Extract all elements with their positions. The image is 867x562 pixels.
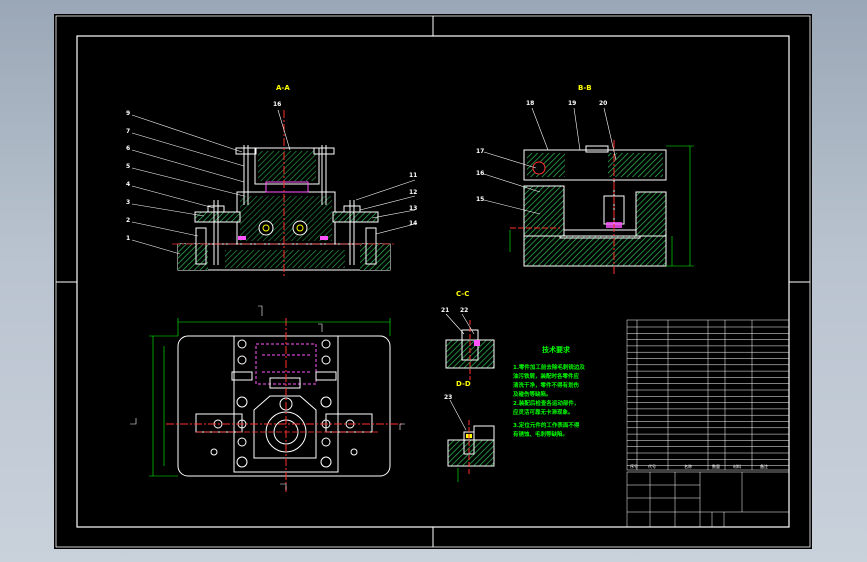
svg-text:有锈蚀、毛刺等缺陷。: 有锈蚀、毛刺等缺陷。 [513, 430, 568, 438]
clamp-block [254, 147, 320, 185]
leaders-front-left [131, 109, 416, 255]
side-dimensions [509, 145, 694, 267]
section-label-aa: A-A [276, 84, 290, 92]
base-hatch-right [360, 244, 390, 270]
svg-text:2.装配后检查各运动部件，: 2.装配后检查各运动部件， [513, 399, 579, 407]
sheet-frame [55, 15, 811, 548]
bore-right [292, 220, 308, 236]
inner-border [76, 35, 790, 528]
svg-text:油污铁屑，装配时各零件应: 油污铁屑，装配时各零件应 [513, 372, 580, 380]
svg-text:应灵活可靠无卡滞现象。: 应灵活可靠无卡滞现象。 [513, 408, 574, 416]
top-bolts [210, 339, 358, 468]
svg-text:7: 7 [126, 128, 130, 135]
base-hatch-mid [225, 250, 345, 268]
svg-text:名称: 名称 [684, 463, 692, 469]
svg-text:1: 1 [126, 235, 130, 242]
base-hatch-left [178, 244, 208, 270]
outer-border [55, 15, 811, 548]
side-base [523, 235, 667, 267]
svg-text:3: 3 [126, 199, 130, 206]
top-right-arm [325, 413, 373, 433]
side-clamp-arm [523, 149, 667, 181]
top-workpiece-seat [253, 395, 317, 459]
side-pivot [532, 161, 546, 175]
technical-requirements: 技术要求 1.零件加工前去除毛刺锐边及 油污铁屑，装配时各零件应 清洗干净，零件… [513, 345, 585, 438]
svg-text:20: 20 [599, 100, 607, 107]
section-arrows-top [130, 305, 405, 490]
svg-text:清洗干净，零件不得有划伤: 清洗干净，零件不得有划伤 [513, 381, 580, 389]
section-cc: C-C 21 22 [441, 290, 495, 380]
svg-text:23: 23 [444, 394, 452, 401]
svg-text:21: 21 [441, 307, 449, 314]
body-hatch [240, 196, 332, 241]
top-dimensions [149, 318, 391, 477]
leaders-side [483, 107, 617, 215]
svg-text:17: 17 [476, 148, 484, 155]
svg-text:代号: 代号 [648, 463, 656, 469]
svg-text:数量: 数量 [712, 463, 720, 469]
top-view [130, 305, 405, 492]
bore-left [258, 220, 274, 236]
svg-text:4: 4 [126, 181, 130, 188]
studs [195, 145, 377, 265]
callouts-front-left: 9 7 6 5 4 3 2 1 16 11 12 13 14 [126, 101, 417, 242]
svg-text:15: 15 [476, 196, 484, 203]
svg-text:2: 2 [126, 217, 130, 224]
callouts-side: 18 19 20 17 16 15 [476, 100, 607, 203]
svg-text:3.定位元件的工作表面不得: 3.定位元件的工作表面不得 [513, 421, 580, 429]
svg-text:材料: 材料 [733, 463, 741, 469]
svg-text:1.零件加工前去除毛刺锐边及: 1.零件加工前去除毛刺锐边及 [513, 363, 585, 371]
svg-text:6: 6 [126, 145, 130, 152]
top-left-arm [195, 413, 243, 433]
svg-text:22: 22 [460, 307, 468, 314]
section-label-dd: D-D [456, 380, 471, 388]
section-dd: D-D 23 [444, 380, 495, 482]
parts-list-table [626, 319, 790, 471]
svg-text:19: 19 [568, 100, 576, 107]
bom-headers: 序号 代号 名称 数量 材料 备注 [630, 463, 768, 469]
side-view-section-bb: B-B 18 19 [476, 84, 694, 276]
section-label-cc: C-C [456, 290, 469, 298]
clamp-pad [265, 181, 309, 193]
front-view-section-aa: A-A [126, 84, 417, 276]
top-base-outline [177, 335, 391, 477]
cad-viewport [54, 14, 812, 549]
tech-req-title: 技术要求 [542, 345, 571, 354]
svg-text:16: 16 [476, 170, 484, 177]
side-right-post [635, 191, 667, 237]
svg-text:9: 9 [126, 110, 130, 117]
svg-text:5: 5 [126, 163, 130, 170]
svg-text:16: 16 [273, 101, 281, 108]
svg-text:备注: 备注 [760, 463, 768, 469]
svg-text:12: 12 [409, 189, 417, 196]
right-arm [332, 211, 379, 223]
svg-text:11: 11 [409, 172, 417, 179]
title-block [626, 471, 790, 528]
svg-text:14: 14 [409, 220, 417, 227]
section-label-bb: B-B [578, 84, 592, 92]
svg-text:18: 18 [526, 100, 534, 107]
svg-text:及碰伤等缺陷。: 及碰伤等缺陷。 [513, 390, 552, 398]
svg-text:13: 13 [409, 205, 417, 212]
svg-text:序号: 序号 [630, 463, 638, 469]
